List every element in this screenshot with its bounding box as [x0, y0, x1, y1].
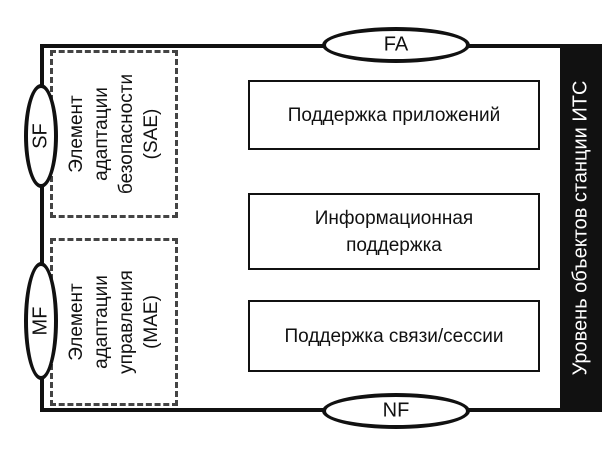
information-support-label: Информационная поддержка: [314, 207, 474, 256]
station-layer-bar: [560, 44, 602, 412]
management-adaptation-element: Элемент адаптации управления (MAE): [50, 238, 178, 406]
application-support-label: Поддержка приложений: [287, 104, 501, 126]
sf-port-label: SF: [29, 123, 52, 149]
information-support-box: Информационная поддержка: [248, 193, 540, 270]
fa-port: FA: [322, 27, 470, 63]
communication-support-label: Поддержка связи/сессии: [284, 325, 504, 347]
mf-port-label: MF: [29, 306, 52, 336]
application-support-box: Поддержка приложений: [248, 80, 540, 150]
station-layer-label-wrap: Уровень объектов станции ИТС: [560, 44, 602, 412]
mae-label: Элемент адаптации управления (MAE): [66, 270, 162, 374]
nf-port-label: NF: [382, 399, 410, 422]
sf-port: SF: [24, 84, 58, 188]
sae-label: Элемент адаптации безопасности (SAE): [66, 73, 162, 195]
nf-port: NF: [322, 393, 470, 429]
communication-support-box: Поддержка связи/сессии: [248, 300, 540, 372]
station-layer-label: Уровень объектов станции ИТС: [569, 80, 592, 376]
mf-port: MF: [24, 262, 58, 380]
fa-port-label: FA: [383, 33, 409, 56]
security-adaptation-element: Элемент адаптации безопасности (SAE): [50, 50, 178, 218]
